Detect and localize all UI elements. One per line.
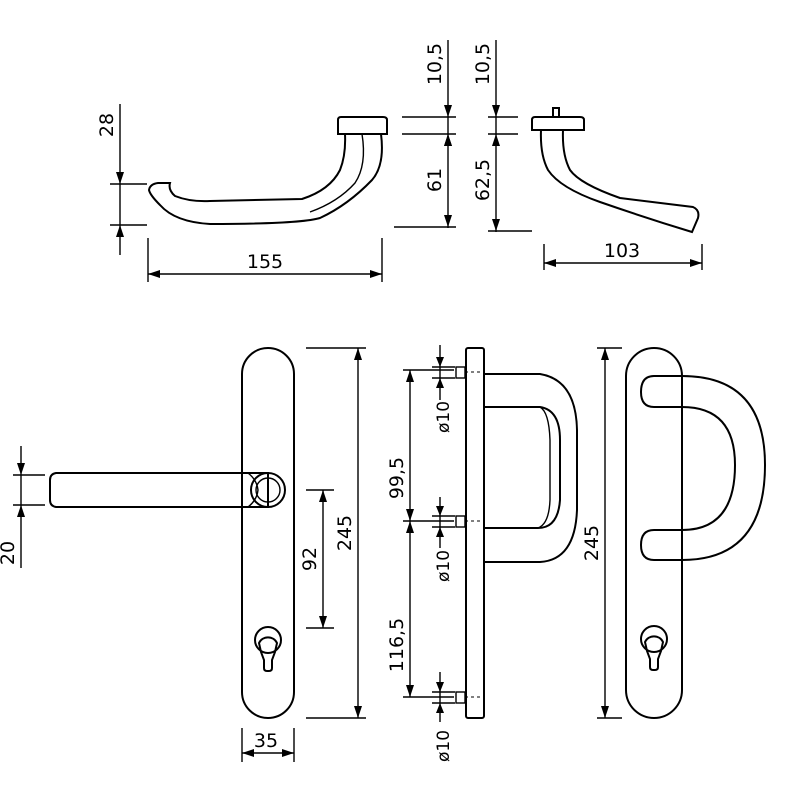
pull-front-view xyxy=(625,347,767,719)
dim-lever-height-lever2-label: 62,5 xyxy=(472,159,494,201)
backplate-front-view xyxy=(49,347,295,719)
dim-lever2-length: 103 xyxy=(543,240,703,270)
dim-fixing-distances: 99,5 116,5 xyxy=(386,369,454,698)
dim-backplate-height-pull-label: 245 xyxy=(581,525,603,561)
dim-backplate-height-front: 245 xyxy=(306,347,366,719)
dim-lever-rise: 28 xyxy=(96,104,147,255)
dim-hole-dia-bottom-label: ø10 xyxy=(434,730,454,762)
dim-rose-thickness-lever2-label: 10,5 xyxy=(472,43,494,85)
dim-lever-height-side-label: 61 xyxy=(424,168,446,192)
dim-backplate-height-front-label: 245 xyxy=(334,515,356,551)
dim-fixing-upper-label: 99,5 xyxy=(386,457,408,499)
dim-fixing-lower-label: 116,5 xyxy=(386,618,408,672)
dim-center-distance: 92 xyxy=(299,489,334,629)
lever2-side-view xyxy=(531,107,700,234)
dim-backplate-width-label: 35 xyxy=(254,730,278,752)
dim-lever-offset-front: 20 xyxy=(0,446,45,568)
dim-backplate-width: 35 xyxy=(241,728,295,762)
dim-lever-length: 155 xyxy=(147,238,383,282)
dim-lever-length-label: 155 xyxy=(247,251,283,273)
dim-lever2-heights: 10,5 62,5 xyxy=(472,40,532,232)
dim-lever2-length-label: 103 xyxy=(604,240,640,262)
dim-backplate-height-pull: 245 xyxy=(581,347,622,719)
dim-side-heights: 10,5 61 xyxy=(394,40,456,228)
dim-hole-diameters: ø10 ø10 ø10 xyxy=(432,345,455,762)
pull-side-view xyxy=(455,347,578,719)
dim-lever-offset-front-label: 20 xyxy=(0,541,19,565)
dim-hole-dia-mid-label: ø10 xyxy=(434,550,454,582)
dim-center-distance-label: 92 xyxy=(299,547,321,571)
dim-lever-rise-label: 28 xyxy=(96,113,118,137)
dim-hole-dia-top-label: ø10 xyxy=(434,401,454,433)
dim-rose-thickness-side-label: 10,5 xyxy=(424,43,446,85)
lever-side-view xyxy=(147,116,388,226)
